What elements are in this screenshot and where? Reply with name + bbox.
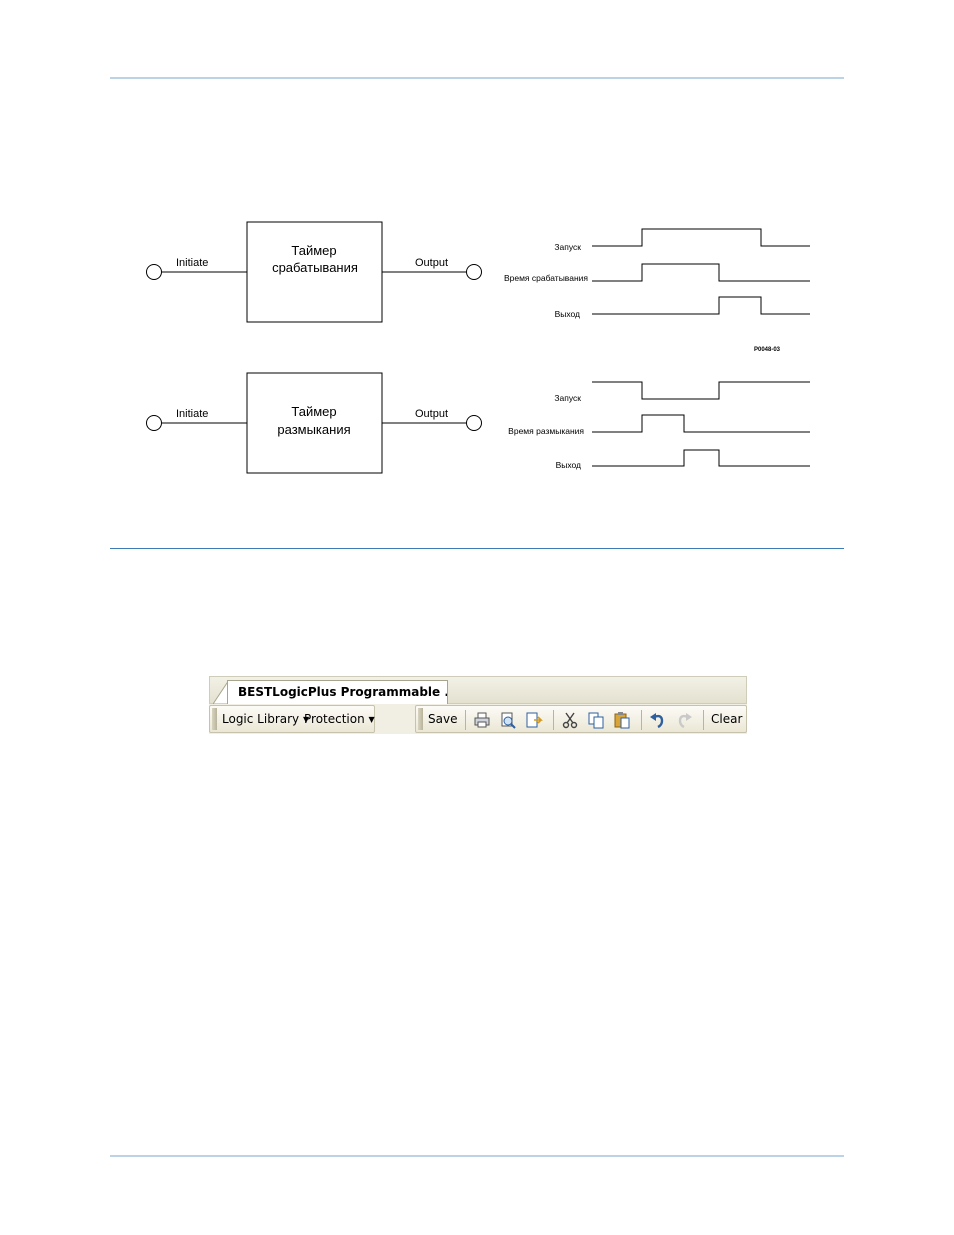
paste-icon[interactable] (613, 711, 631, 729)
header-rule (110, 77, 844, 79)
cut-icon[interactable] (561, 711, 579, 729)
input-label: Initiate (176, 257, 208, 269)
signal-label: Время срабатывания (504, 273, 588, 283)
signal-label: Выход (555, 309, 580, 319)
edit-toolbar-group: Save (415, 705, 747, 733)
initiate-waveform (592, 228, 810, 247)
signal-label: Запуск (554, 393, 581, 403)
clear-button[interactable]: Clear (711, 712, 743, 726)
block-title: Таймер (291, 404, 336, 419)
undo-icon[interactable] (649, 711, 667, 729)
block-title: срабатывания (272, 260, 358, 275)
tab-bestlogicplus[interactable]: BESTLogicPlus Programmable ... (227, 680, 448, 705)
section-rule (110, 548, 844, 549)
toolbar-separator (641, 710, 642, 730)
logic-library-label: Logic Library (222, 712, 300, 726)
signal-label: Выход (556, 460, 581, 470)
toolbar-grip[interactable] (212, 708, 217, 730)
output-waveform (592, 449, 810, 467)
block-title: размыкания (277, 422, 350, 437)
output-terminal (466, 264, 482, 280)
toolbar-separator (465, 710, 466, 730)
toolbar-separator (703, 710, 704, 730)
output-waveform (592, 296, 810, 315)
bestlogicplus-toolbar: BESTLogicPlus Programmable ... Logic Lib… (209, 676, 747, 734)
redo-icon[interactable] (675, 711, 693, 729)
footer-rule (110, 1155, 844, 1157)
timer-logic-diagram: Таймер срабатывания Initiate Output Тайм… (146, 221, 810, 474)
dropout-time-waveform (592, 414, 810, 433)
initiate-terminal (146, 264, 162, 280)
save-button[interactable]: Save (428, 712, 458, 726)
output-label: Output (415, 408, 448, 420)
protection-dropdown[interactable]: Protection ▼ (304, 710, 375, 729)
toolbar-grip[interactable] (418, 708, 423, 730)
output-label: Output (415, 257, 448, 269)
input-label: Initiate (176, 408, 208, 420)
chevron-down-icon: ▼ (368, 715, 375, 724)
initiate-terminal (146, 415, 162, 431)
protection-label: Protection (304, 712, 365, 726)
figure-code: P0048-03 (754, 347, 781, 353)
initiate-waveform (592, 381, 810, 400)
chevron-down-icon: ▼ (302, 715, 310, 724)
signal-label: Время размыкания (508, 426, 584, 436)
print-preview-icon[interactable] (499, 711, 517, 729)
output-terminal (466, 415, 482, 431)
signal-label: Запуск (554, 242, 581, 252)
toolbar-separator (553, 710, 554, 730)
export-icon[interactable] (525, 711, 543, 729)
logic-library-dropdown[interactable]: Logic Library ▼ (222, 710, 309, 729)
block-title: Таймер (291, 243, 336, 258)
pickup-time-waveform (592, 263, 810, 282)
library-toolbar-group: Logic Library ▼ Protection ▼ (209, 705, 375, 733)
copy-icon[interactable] (587, 711, 605, 729)
print-icon[interactable] (473, 711, 491, 729)
